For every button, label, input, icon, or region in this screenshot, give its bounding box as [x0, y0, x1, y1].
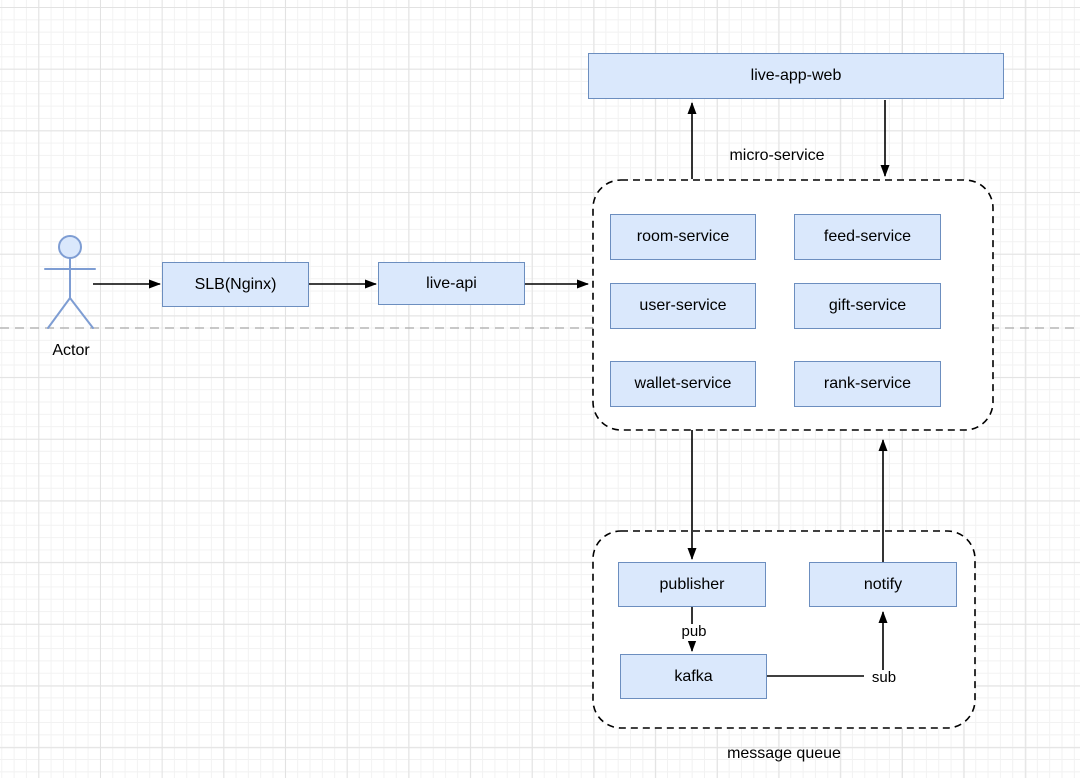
node-live-api[interactable]: live-api: [378, 262, 525, 305]
node-user-service[interactable]: user-service: [610, 283, 756, 329]
sub-edge-label: sub: [864, 669, 904, 687]
node-publisher[interactable]: publisher: [618, 562, 766, 607]
node-rank-service[interactable]: rank-service: [794, 361, 941, 407]
node-live-app-web[interactable]: live-app-web: [588, 53, 1004, 99]
actor-figure[interactable]: [44, 235, 96, 329]
node-kafka[interactable]: kafka: [620, 654, 767, 699]
message-queue-group-label: message queue: [727, 745, 841, 762]
actor-head: [58, 235, 82, 259]
node-room-service[interactable]: room-service: [610, 214, 756, 260]
micro-service-group-label: micro-service: [729, 147, 825, 164]
node-slb-nginx[interactable]: SLB(Nginx): [162, 262, 309, 307]
actor-right-leg: [69, 297, 94, 329]
actor-left-leg: [47, 297, 71, 329]
node-wallet-service[interactable]: wallet-service: [610, 361, 756, 407]
actor-label: Actor: [52, 342, 90, 359]
node-feed-service[interactable]: feed-service: [794, 214, 941, 260]
node-notify[interactable]: notify: [809, 562, 957, 607]
node-gift-service[interactable]: gift-service: [794, 283, 941, 329]
pub-edge-label: pub: [676, 623, 712, 641]
